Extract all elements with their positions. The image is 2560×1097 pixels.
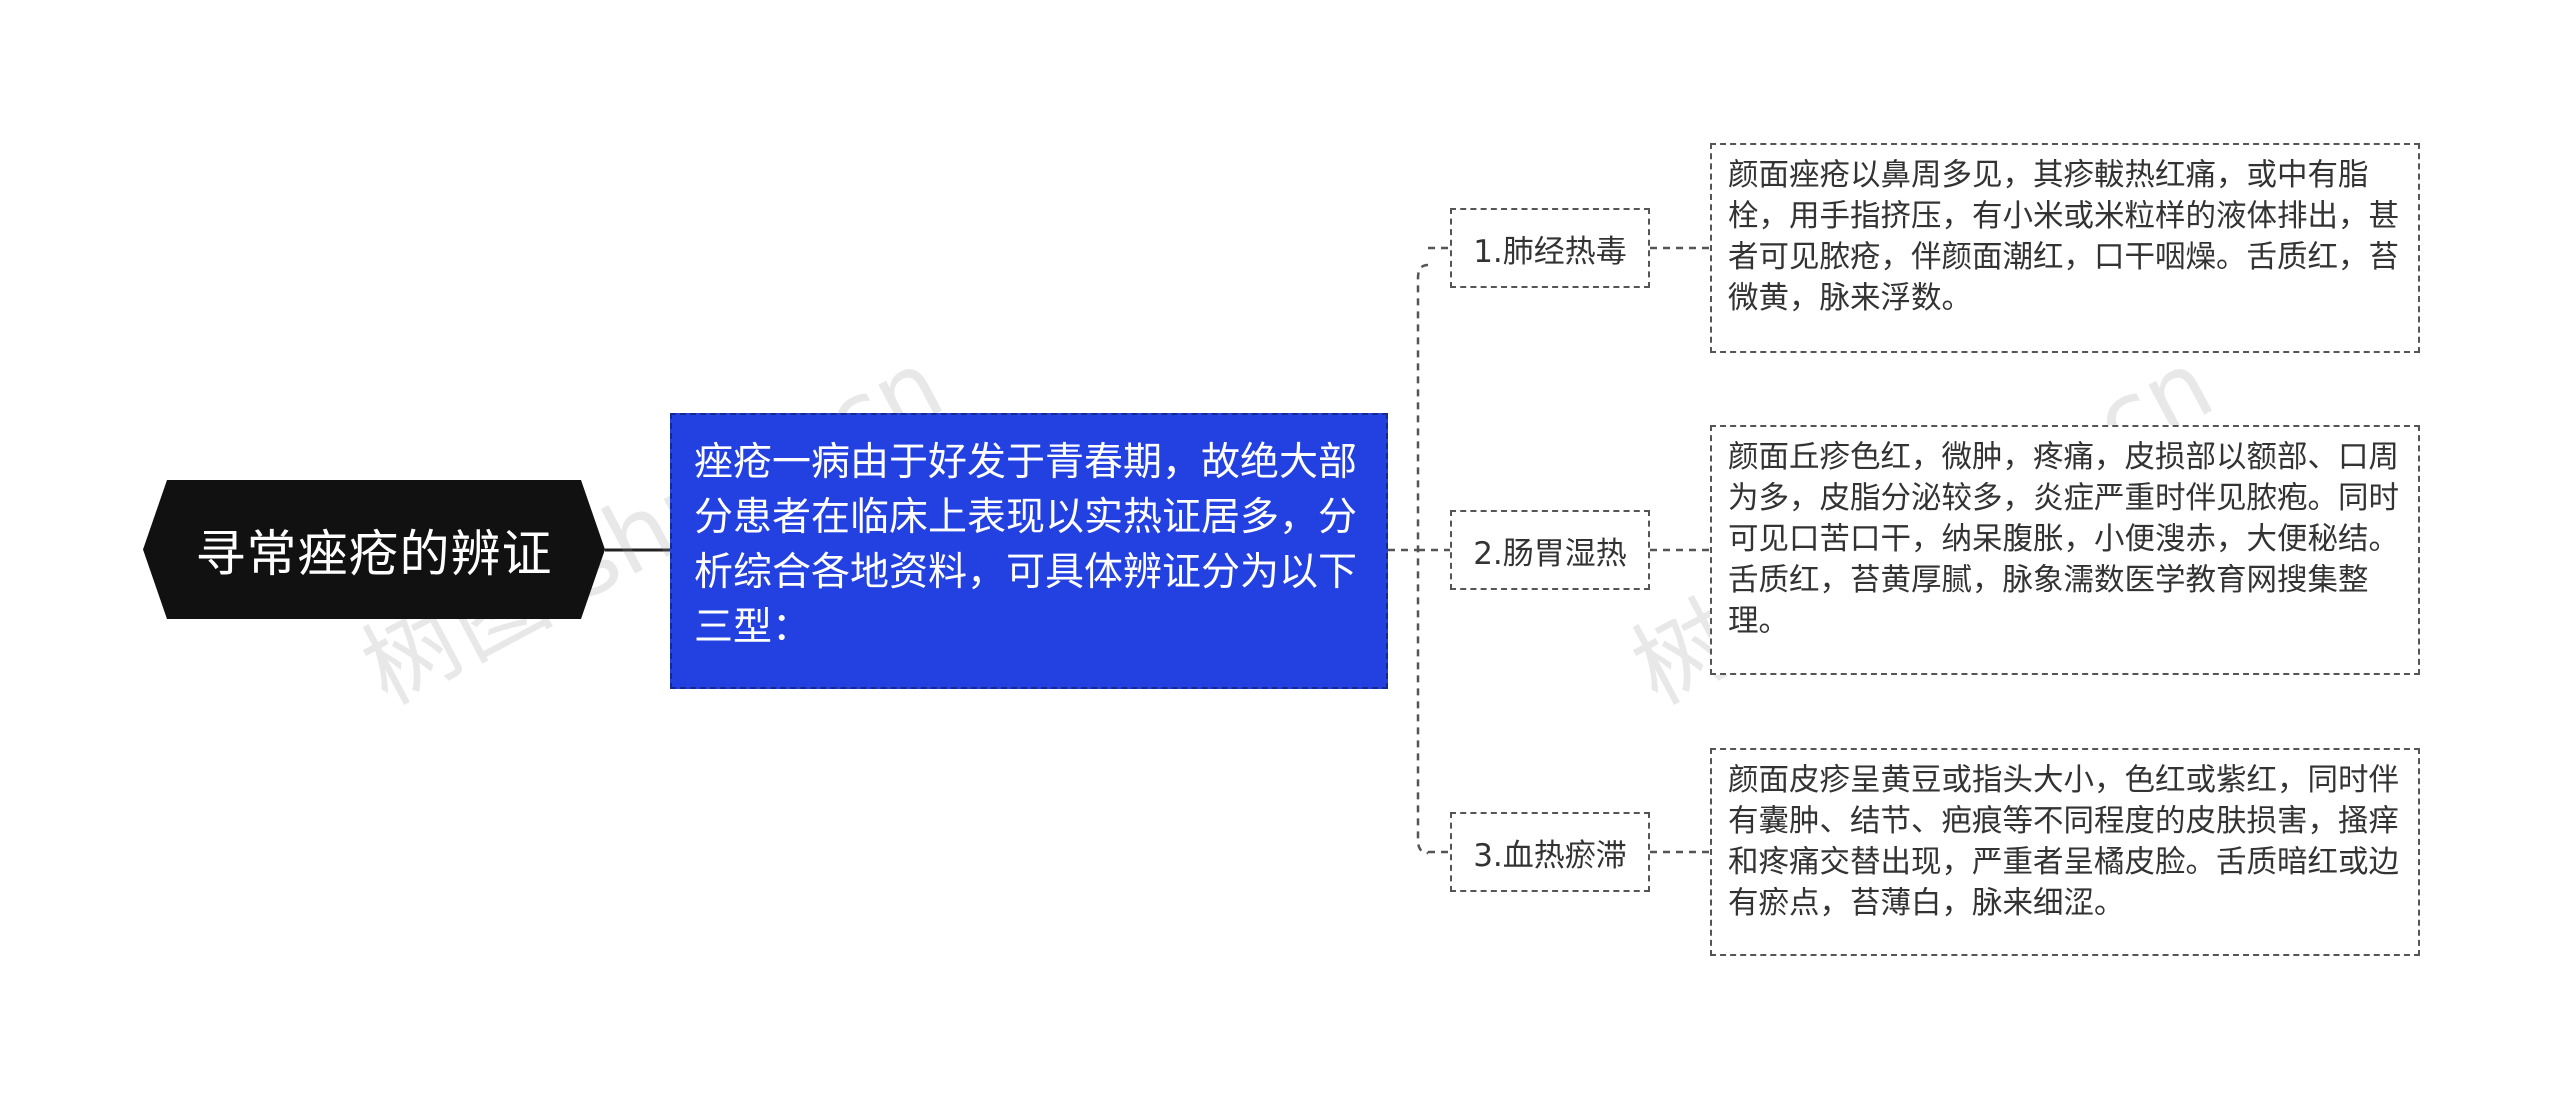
- detail-text: 颜面皮疹呈黄豆或指头大小，色红或紫红，同时伴有囊肿、结节、疤痕等不同程度的皮肤损…: [1728, 763, 2399, 921]
- detail-node-stomach-damp-heat[interactable]: 颜面丘疹色红，微肿，疼痛，皮损部以额部、口周为多，皮脂分泌较多，炎症严重时伴见脓…: [1710, 425, 2420, 675]
- root-node[interactable]: 寻常痤疮的辨证: [143, 480, 605, 619]
- branch-node-blood-heat-stasis[interactable]: 3.血热瘀滞: [1450, 812, 1650, 892]
- branch-label: 3.血热瘀滞: [1473, 837, 1627, 874]
- detail-text: 颜面丘疹色红，微肿，疼痛，皮损部以额部、口周为多，皮脂分泌较多，炎症严重时伴见脓…: [1728, 440, 2399, 639]
- branch-node-stomach-damp-heat[interactable]: 2.肠胃湿热: [1450, 510, 1650, 590]
- root-title: 寻常痤疮的辨证: [195, 524, 553, 583]
- intro-node[interactable]: 痤疮一病由于好发于青春期，故绝大部分患者在临床上表现以实热证居多，分析综合各地资…: [670, 413, 1388, 689]
- detail-node-lung-heat[interactable]: 颜面痤疮以鼻周多见，其疹軷热红痛，或中有脂栓，用手指挤压，有小米或米粒样的液体排…: [1710, 143, 2420, 353]
- root-shape: [143, 480, 605, 619]
- branch-label: 1.肺经热毒: [1473, 233, 1627, 270]
- detail-node-blood-heat-stasis[interactable]: 颜面皮疹呈黄豆或指头大小，色红或紫红，同时伴有囊肿、结节、疤痕等不同程度的皮肤损…: [1710, 748, 2420, 956]
- branch-label: 2.肠胃湿热: [1473, 535, 1627, 572]
- intro-text: 痤疮一病由于好发于青春期，故绝大部分患者在临床上表现以实热证居多，分析综合各地资…: [694, 440, 1358, 650]
- branch-node-lung-heat[interactable]: 1.肺经热毒: [1450, 208, 1650, 288]
- detail-text: 颜面痤疮以鼻周多见，其疹軷热红痛，或中有脂栓，用手指挤压，有小米或米粒样的液体排…: [1728, 158, 2399, 316]
